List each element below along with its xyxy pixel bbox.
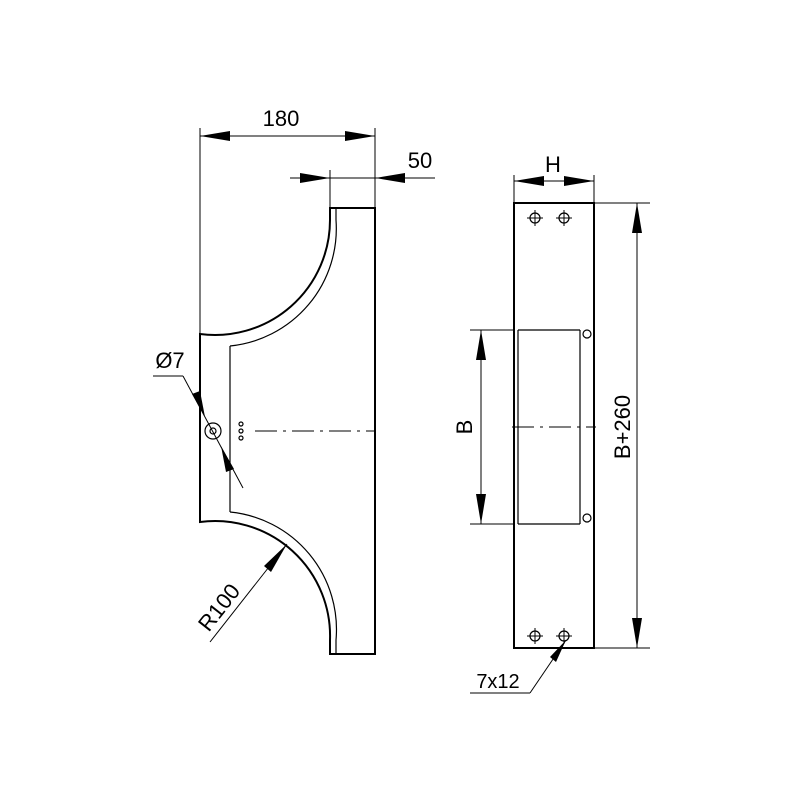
dimension-b-plus-260 [594, 202, 650, 649]
dim-b-label: B [452, 420, 477, 435]
dimension-h [513, 175, 595, 203]
right-view-part [513, 202, 595, 649]
dimension-b [470, 329, 514, 525]
dimension-hole-leader [153, 375, 244, 489]
top-holes [527, 210, 572, 226]
dim-flange-label: 50 [408, 148, 432, 173]
dimension-radius-leader [209, 543, 288, 643]
bottom-holes [527, 628, 572, 644]
dim-width-label: 180 [263, 106, 300, 131]
dimension-180 [199, 128, 376, 334]
dimension-50 [290, 170, 435, 208]
dim-slot-label: 7x12 [476, 671, 519, 693]
dim-h-label: H [545, 152, 561, 177]
dim-hole-label: Ø7 [155, 348, 184, 373]
left-view-part [199, 207, 376, 655]
dimension-slot-leader [470, 639, 567, 694]
mounting-hole [204, 422, 222, 440]
dim-total-label: B+260 [610, 395, 635, 459]
